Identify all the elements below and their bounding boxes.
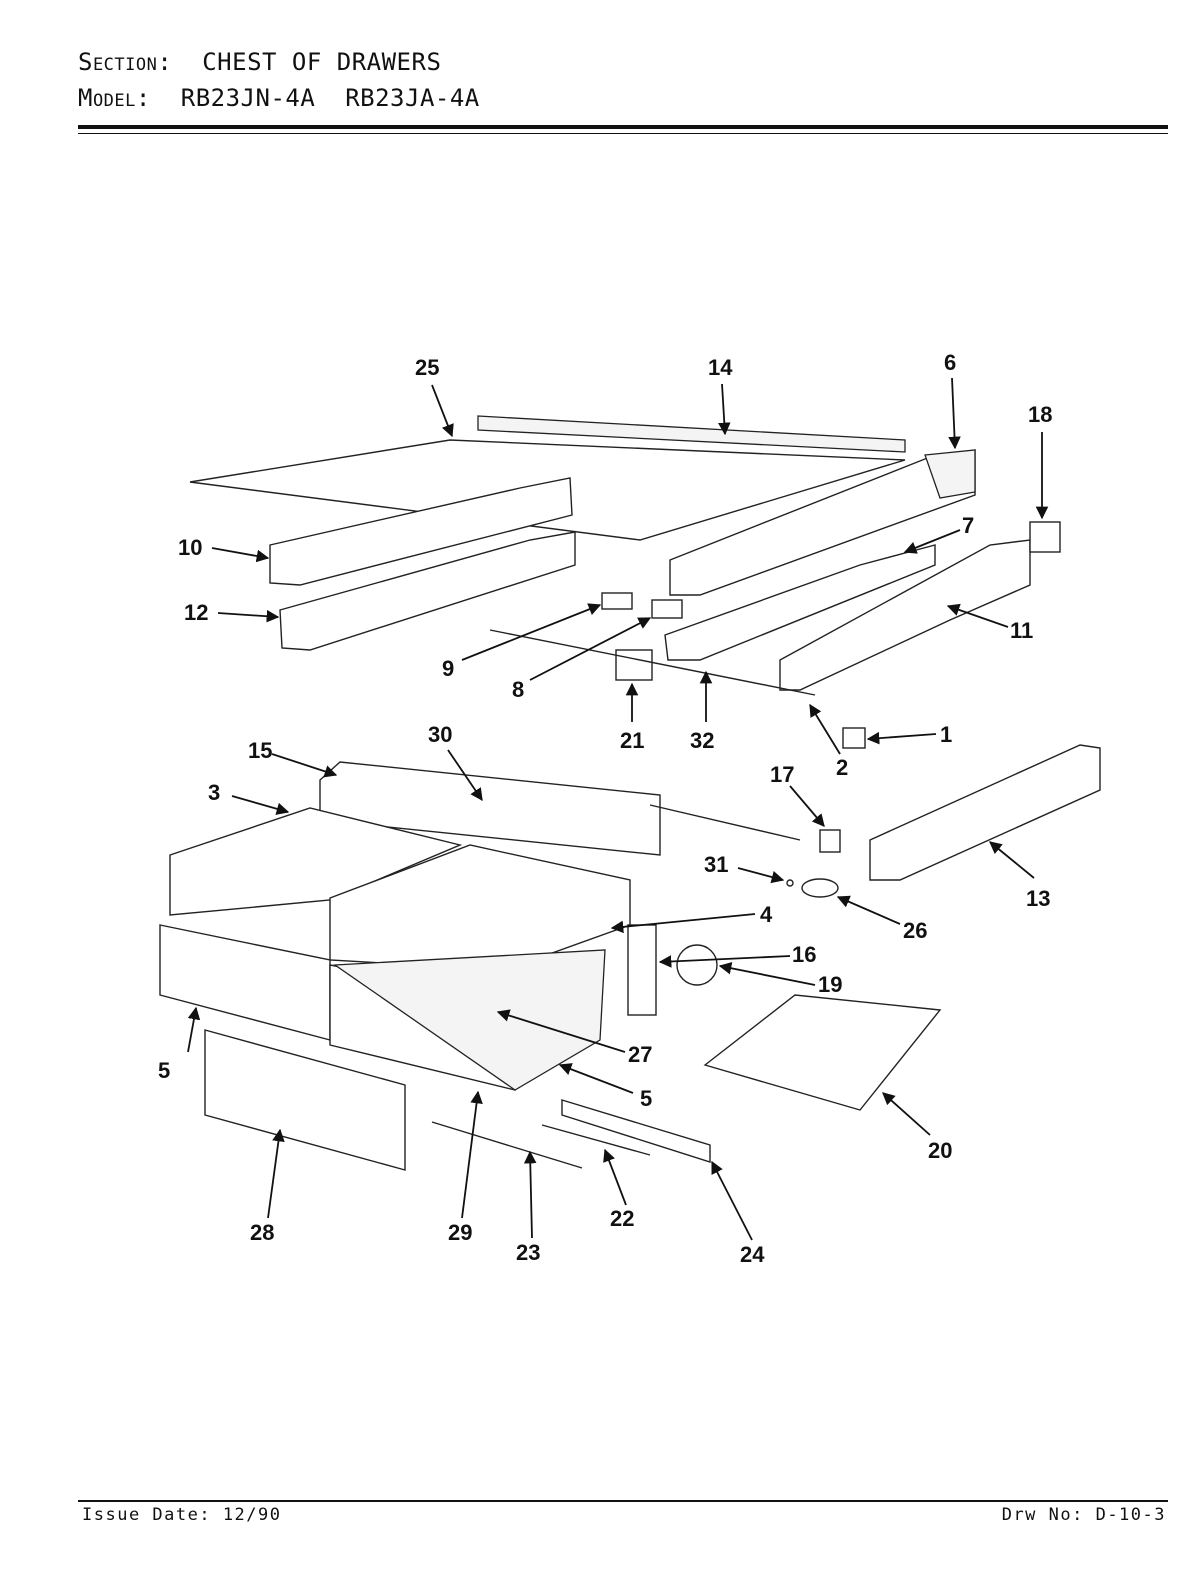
callout-numbers: 25 14 6 18 10 12 7 11 9 8 21 32 1 2 15 3… [158, 350, 1052, 1267]
drawing-number: Drw No: D-10-3 [1001, 1505, 1166, 1525]
callout-9: 9 [442, 656, 454, 681]
section-value: CHEST OF DRAWERS [202, 48, 442, 76]
part-31-screw [786, 879, 794, 887]
callout-2: 2 [836, 755, 848, 780]
callout-11: 11 [1010, 618, 1033, 643]
callout-5-left: 5 [158, 1058, 170, 1083]
part-22-strip [541, 1124, 651, 1156]
callout-3: 3 [208, 780, 220, 805]
part-24-slide [561, 1099, 711, 1163]
callout-22: 22 [610, 1206, 634, 1231]
model-value: RB23JN-4A RB23JA-4A [180, 84, 480, 112]
issue-date: Issue Date: 12/90 [82, 1505, 282, 1525]
callout-24: 24 [740, 1242, 765, 1267]
part-12-rail [279, 531, 576, 651]
callout-29: 29 [448, 1220, 472, 1245]
callout-12: 12 [184, 600, 208, 625]
callout-6: 6 [944, 350, 956, 375]
callout-25: 25 [415, 355, 439, 380]
leader-lines [187, 377, 1049, 1241]
callout-5-right: 5 [640, 1086, 652, 1111]
callout-31: 31 [704, 852, 728, 877]
part-17-bracket [819, 829, 841, 853]
part-5-drawer-left [159, 924, 331, 1041]
callout-8: 8 [512, 677, 524, 702]
part-18-clip [1029, 521, 1061, 553]
part-9-block [601, 592, 633, 610]
part-30-rod [649, 804, 801, 841]
callout-17: 17 [770, 762, 794, 787]
part-2-rod [489, 629, 816, 696]
callout-16: 16 [792, 942, 816, 967]
callout-14: 14 [708, 355, 733, 380]
model-label: Model: [78, 84, 151, 112]
model-line: Model: RB23JN-4A RB23JA-4A [78, 80, 480, 116]
callout-27: 27 [628, 1042, 652, 1067]
part-21-block [615, 649, 653, 681]
part-13-rail [869, 744, 1101, 881]
part-drawings [159, 415, 1101, 1171]
section-line: Section: CHEST OF DRAWERS [78, 44, 480, 80]
part-26-cam [801, 878, 839, 898]
part-10-rail [269, 477, 573, 586]
callout-10: 10 [178, 535, 202, 560]
callout-7: 7 [962, 513, 974, 538]
callout-15: 15 [248, 738, 272, 763]
part-14-trim [477, 415, 906, 453]
callout-1: 1 [940, 722, 952, 747]
header-rule-thin [78, 133, 1168, 134]
callout-20: 20 [928, 1138, 952, 1163]
callout-30: 30 [428, 722, 452, 747]
section-label: Section: [78, 48, 173, 76]
part-28-panel [204, 1029, 406, 1171]
part-20-frame [703, 994, 942, 1111]
part-19-clip [676, 944, 718, 986]
callout-21: 21 [620, 728, 644, 753]
header: Section: CHEST OF DRAWERS Model: RB23JN-… [78, 44, 480, 116]
part-27-tray [333, 949, 606, 1091]
callout-13: 13 [1026, 886, 1050, 911]
callout-23: 23 [516, 1240, 540, 1265]
part-7-rail [664, 544, 936, 661]
header-rule [78, 125, 1168, 129]
callout-19: 19 [818, 972, 842, 997]
part-23-strip [431, 1121, 583, 1169]
footer-rule [78, 1500, 1168, 1502]
part-1-bracket [842, 727, 866, 749]
callout-4: 4 [760, 902, 773, 927]
callout-26: 26 [903, 918, 927, 943]
part-8-block [651, 599, 683, 619]
callout-18: 18 [1028, 402, 1052, 427]
part-16-panel [627, 924, 657, 1016]
part-11-rail [779, 539, 1031, 691]
callout-28: 28 [250, 1220, 274, 1245]
part-3-drawer [169, 807, 463, 916]
callout-32: 32 [690, 728, 714, 753]
